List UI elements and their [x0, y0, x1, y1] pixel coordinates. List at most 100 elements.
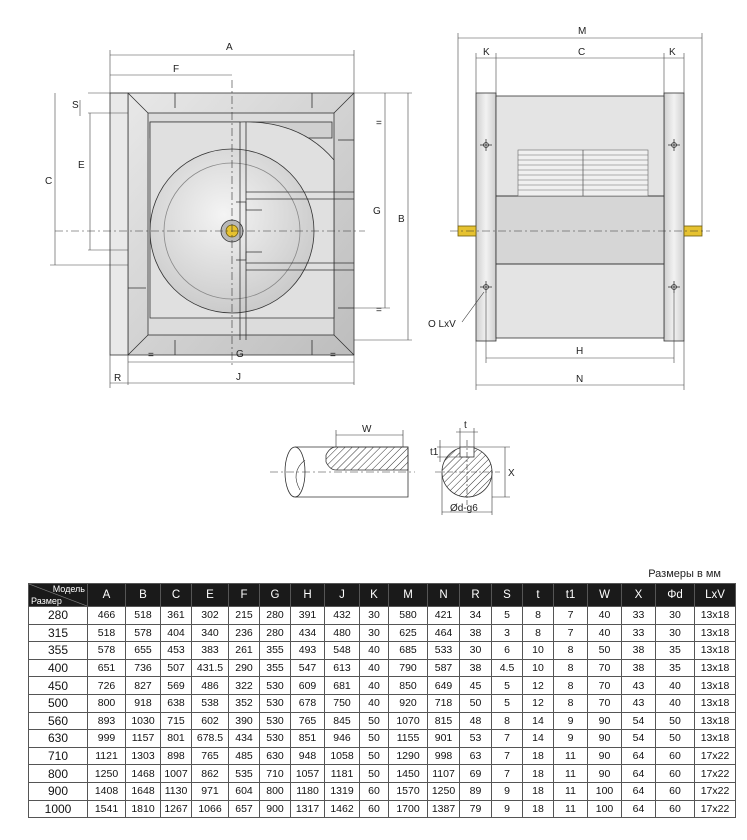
column-header: H [290, 583, 325, 607]
table-cell: 33 [621, 623, 656, 643]
table-cell: 215 [228, 606, 260, 625]
table-cell: 466 [87, 606, 126, 625]
table-cell: 17x22 [694, 764, 736, 783]
dim-label-m: M [578, 26, 586, 37]
table-cell: 355 [259, 641, 291, 660]
column-header: K [359, 583, 389, 607]
table-cell: 7 [491, 764, 523, 783]
table-cell: 53 [459, 729, 492, 748]
column-header: S [491, 583, 523, 607]
dim-label-g-right: G [373, 206, 381, 217]
table-cell: 1468 [125, 764, 161, 783]
dim-label-w: W [362, 424, 372, 435]
table-cell: 64 [621, 746, 656, 766]
table-cell: 8 [522, 606, 554, 625]
table-cell: 1007 [160, 764, 192, 783]
dim-label-hole: O LxV [428, 319, 456, 330]
table-cell: 485 [228, 746, 260, 766]
table-cell: 602 [191, 711, 229, 731]
table-cell: 261 [228, 641, 260, 660]
table-cell: 280 [259, 623, 291, 643]
table-cell: 1570 [388, 781, 428, 801]
table-cell: 13x18 [694, 623, 736, 643]
table-cell: 40 [587, 606, 622, 625]
table-cell: 18 [522, 764, 554, 783]
dim-label-t: t [464, 420, 467, 431]
table-cell: 530 [259, 693, 291, 713]
dim-label-h: H [576, 346, 583, 357]
table-cell: 60 [655, 781, 695, 801]
model-size-cell: 900 [28, 781, 88, 801]
model-size-cell: 560 [28, 711, 88, 731]
table-cell: 7 [553, 606, 588, 625]
table-cell: 54 [621, 711, 656, 731]
table-cell: 538 [191, 693, 229, 713]
table-cell: 90 [587, 729, 622, 748]
table-cell: 434 [228, 729, 260, 748]
table-cell: 90 [587, 711, 622, 731]
table-cell: 50 [587, 641, 622, 660]
table-cell: 11 [553, 799, 588, 819]
table-cell: 30 [459, 641, 492, 660]
table-cell: 718 [427, 693, 460, 713]
table-cell: 90 [587, 746, 622, 766]
dim-label-s: S [72, 100, 79, 111]
model-size-cell: 710 [28, 746, 88, 766]
table-cell: 8 [491, 711, 523, 731]
column-header: X [621, 583, 656, 607]
dim-label-c: C [45, 176, 52, 187]
table-cell: 11 [553, 764, 588, 783]
column-header: M [388, 583, 428, 607]
table-cell: 322 [228, 676, 260, 695]
table-cell: 50 [359, 711, 389, 731]
table-cell: 50 [655, 729, 695, 748]
table-cell: 651 [87, 658, 126, 678]
front-view [55, 80, 365, 365]
side-dim-labels: M K C K O LxV H N [428, 26, 676, 385]
table-cell: 486 [191, 676, 229, 695]
table-cell: 40 [587, 623, 622, 643]
table-cell: 13x18 [694, 658, 736, 678]
shaft-dim-labels: W t t1 X Ød-g6 [362, 420, 515, 514]
column-header: Φd [655, 583, 695, 607]
model-size-cell: 400 [28, 658, 88, 678]
table-cell: 45 [459, 676, 492, 695]
table-cell: 1121 [87, 746, 126, 766]
table-cell: 48 [459, 711, 492, 731]
table-cell: 17x22 [694, 746, 736, 766]
table-cell: 17x22 [694, 781, 736, 801]
table-cell: 35 [655, 641, 695, 660]
table-cell: 901 [427, 729, 460, 748]
column-header: LxV [694, 583, 736, 607]
table-cell: 710 [259, 764, 291, 783]
front-dim-labels: A F S C E G B = = = = G R J [45, 42, 405, 384]
table-cell: 3 [491, 623, 523, 643]
table-cell: 900 [259, 799, 291, 819]
table-cell: 69 [459, 764, 492, 783]
table-cell: 533 [427, 641, 460, 660]
table-cell: 100 [587, 799, 622, 819]
table-cell: 13x18 [694, 641, 736, 660]
table-cell: 918 [125, 693, 161, 713]
table-cell: 70 [587, 658, 622, 678]
table-cell: 390 [228, 711, 260, 731]
table-cell: 678 [290, 693, 325, 713]
table-cell: 1070 [388, 711, 428, 731]
table-cell: 40 [359, 658, 389, 678]
table-cell: 845 [324, 711, 360, 731]
model-size-cell: 630 [28, 729, 88, 748]
model-size-cell: 450 [28, 676, 88, 695]
dim-label-k-left: K [483, 47, 490, 58]
table-cell: 715 [160, 711, 192, 731]
model-size-cell: 280 [28, 606, 88, 625]
table-cell: 1130 [160, 781, 192, 801]
table-cell: 40 [359, 676, 389, 695]
corner-header: Модель Размер [28, 583, 88, 607]
table-cell: 948 [290, 746, 325, 766]
